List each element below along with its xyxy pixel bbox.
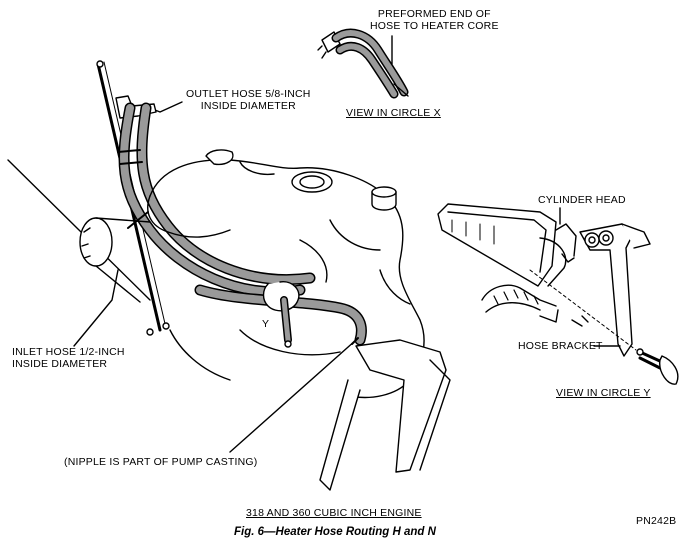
figure-code-label: PN242B: [636, 515, 677, 527]
outlet-hose-line1: OUTLET HOSE 5/8-INCH: [186, 88, 311, 100]
nipple-note-label: (NIPPLE IS PART OF PUMP CASTING): [64, 456, 258, 468]
inlet-hose-label: INLET HOSE 1/2-INCH INSIDE DIAMETER: [12, 346, 125, 370]
preformed-hose-detail: [317, 28, 409, 99]
inlet-hose-line1: INLET HOSE 1/2-INCH: [12, 346, 125, 358]
inlet-leader: [73, 269, 119, 347]
engine-block: [7, 60, 451, 491]
outlet-hose-label: OUTLET HOSE 5/8-INCH INSIDE DIAMETER: [186, 88, 311, 112]
inlet-hose-line2: INSIDE DIAMETER: [12, 358, 108, 370]
circle-y-marker: Y: [262, 318, 270, 330]
view-circle-y-label: VIEW IN CIRCLE Y: [556, 387, 651, 399]
preformed-end-label: PREFORMED END OF HOSE TO HEATER CORE: [370, 8, 499, 32]
view-circle-x-label: VIEW IN CIRCLE X: [346, 107, 441, 119]
hose-bracket-label: HOSE BRACKET: [518, 340, 603, 352]
preformed-end-line2: HOSE TO HEATER CORE: [370, 20, 499, 32]
bracket-detail: [437, 203, 679, 385]
preformed-end-line1: PREFORMED END OF: [377, 8, 491, 20]
nipple-leader: [229, 339, 357, 453]
cylinder-head-label: CYLINDER HEAD: [538, 194, 626, 206]
outlet-hose-line2: INSIDE DIAMETER: [200, 100, 296, 112]
engine-title-label: 318 AND 360 CUBIC INCH ENGINE: [246, 507, 422, 519]
figure-caption: Fig. 6—Heater Hose Routing H and N: [234, 526, 436, 538]
